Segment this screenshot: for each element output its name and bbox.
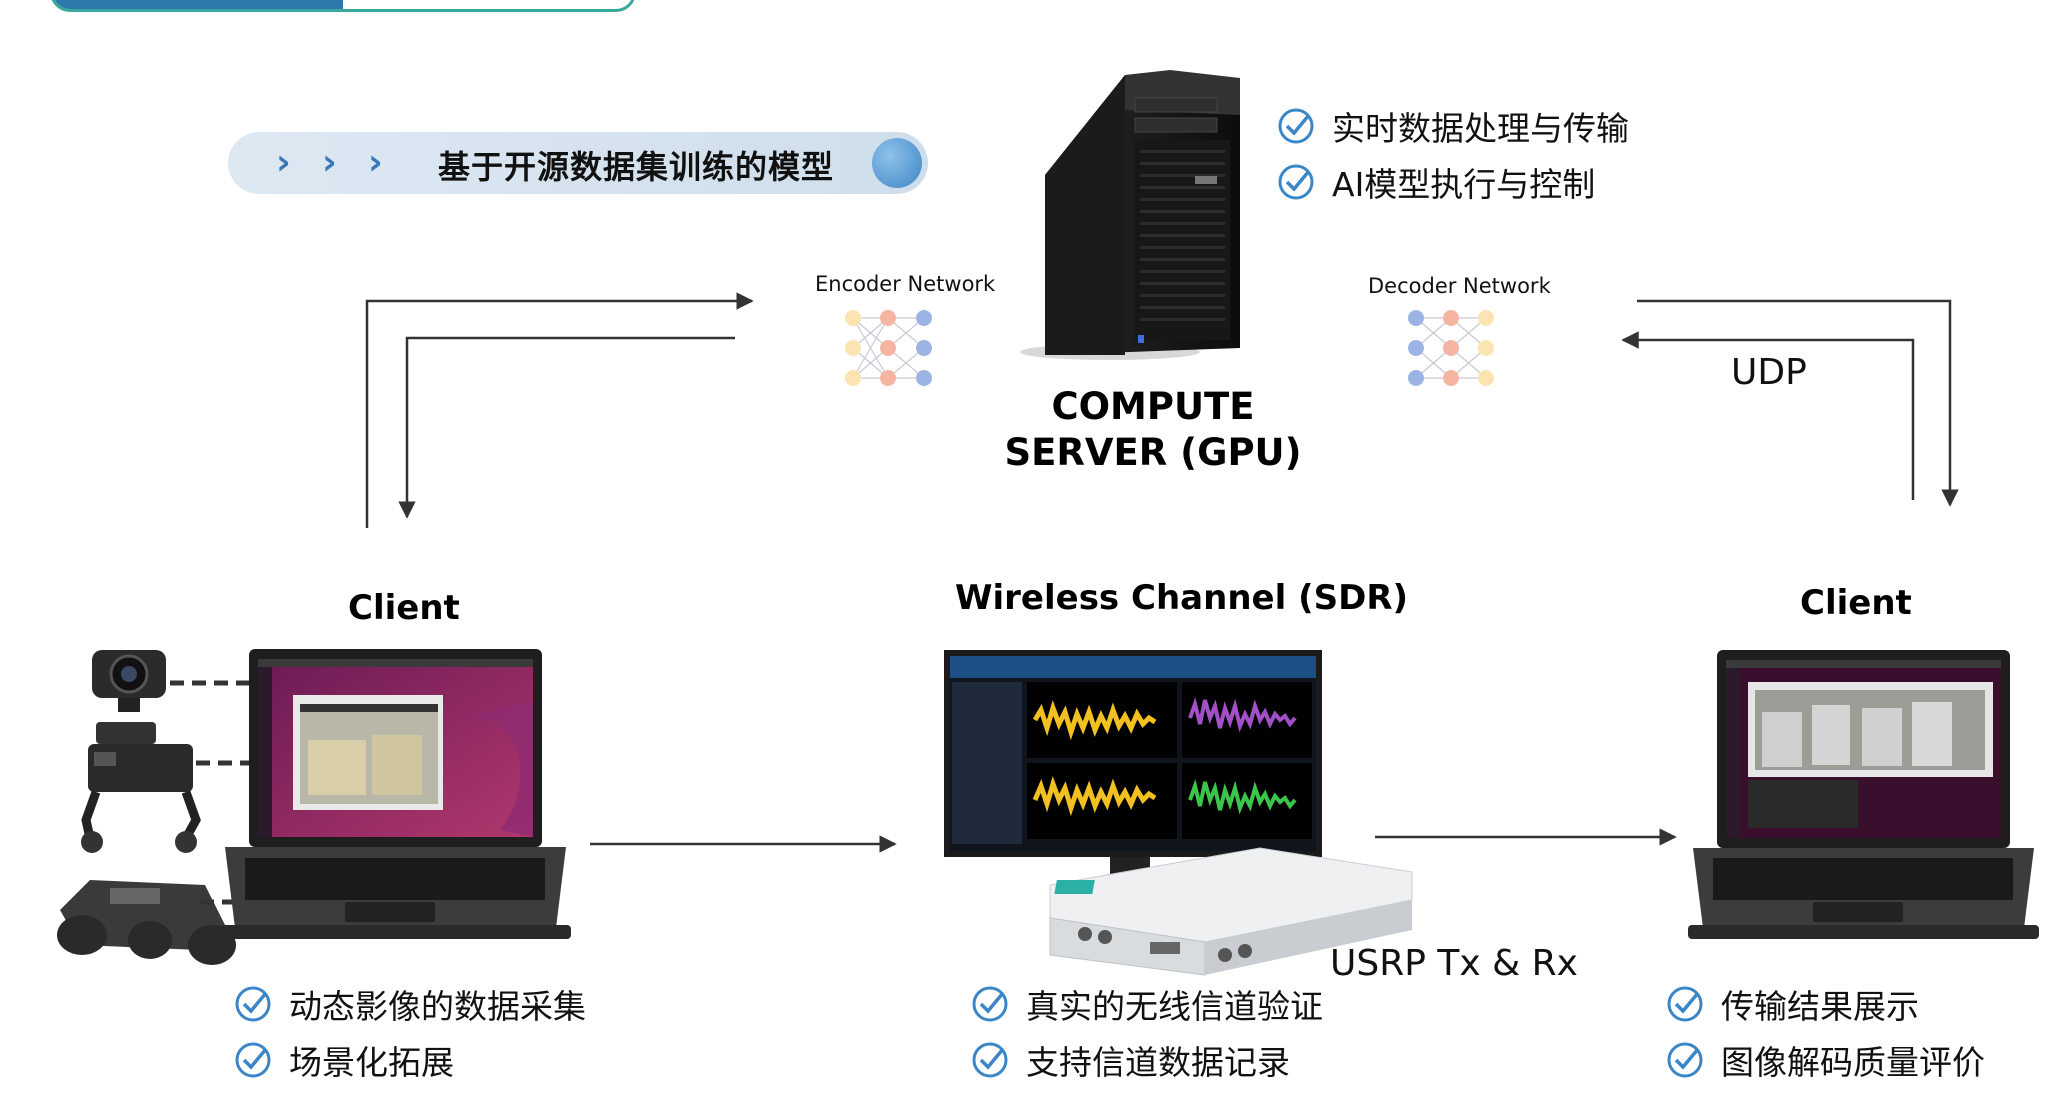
client-right-laptop (1688, 650, 2039, 939)
decoder-network-icon (1408, 310, 1494, 386)
server-tower-image (1020, 70, 1240, 360)
usrp-label: USRP Tx & Rx (1330, 943, 1578, 984)
check-icon (1667, 986, 1703, 1022)
client-left-laptop (220, 649, 571, 939)
channel-title: Wireless Channel (SDR) (955, 578, 1409, 618)
client-right-feature: 图像解码质量评价 (1665, 1036, 1985, 1084)
device-links (170, 680, 250, 905)
arrow-decoder-to-client-right (1637, 299, 1959, 507)
server-caption: COMPUTE SERVER (GPU) (1004, 385, 1302, 474)
server-feature: AI模型执行与控制 (1276, 158, 1595, 206)
udp-label: UDP (1731, 352, 1807, 393)
banner-dot (872, 138, 922, 188)
arrow-encoder-to-client (398, 336, 735, 519)
sdr-monitor (944, 650, 1322, 888)
check-icon (235, 986, 271, 1022)
check-icon (1278, 164, 1314, 200)
check-icon (1278, 108, 1314, 144)
client-left-feature: 动态影像的数据采集 (233, 980, 586, 1028)
channel-feature: 支持信道数据记录 (970, 1036, 1290, 1084)
client-right-title: Client (1800, 583, 1912, 623)
model-banner: › › › 基于开源数据集训练的模型 (228, 132, 928, 194)
check-icon (1667, 1042, 1703, 1078)
channel-feature: 真实的无线信道验证 (970, 980, 1323, 1028)
encoder-label: Encoder Network (815, 272, 996, 296)
decoder-label: Decoder Network (1368, 274, 1551, 298)
check-icon (972, 1042, 1008, 1078)
robot-dog-image (81, 722, 201, 853)
chevron-right-icon: › (276, 142, 291, 183)
client-left-feature: 场景化拓展 (233, 1036, 454, 1084)
client-right-feature: 传输结果展示 (1665, 980, 1919, 1028)
server-feature: 实时数据处理与传输 (1276, 102, 1629, 150)
chevron-right-icon: › (322, 142, 337, 183)
usrp-device-image (1049, 847, 1413, 976)
check-icon (235, 1042, 271, 1078)
chevron-right-icon: › (368, 142, 383, 183)
model-banner-title: 基于开源数据集训练的模型 (438, 148, 835, 186)
encoder-network-icon (845, 310, 932, 386)
client-left-title: Client (348, 588, 460, 628)
arrow-client-to-encoder (365, 292, 754, 528)
robot-car-image (57, 880, 236, 965)
connectors (365, 292, 1959, 853)
check-icon (972, 986, 1008, 1022)
webcam-image (92, 650, 166, 712)
arrow-udp-return (1621, 331, 1915, 500)
